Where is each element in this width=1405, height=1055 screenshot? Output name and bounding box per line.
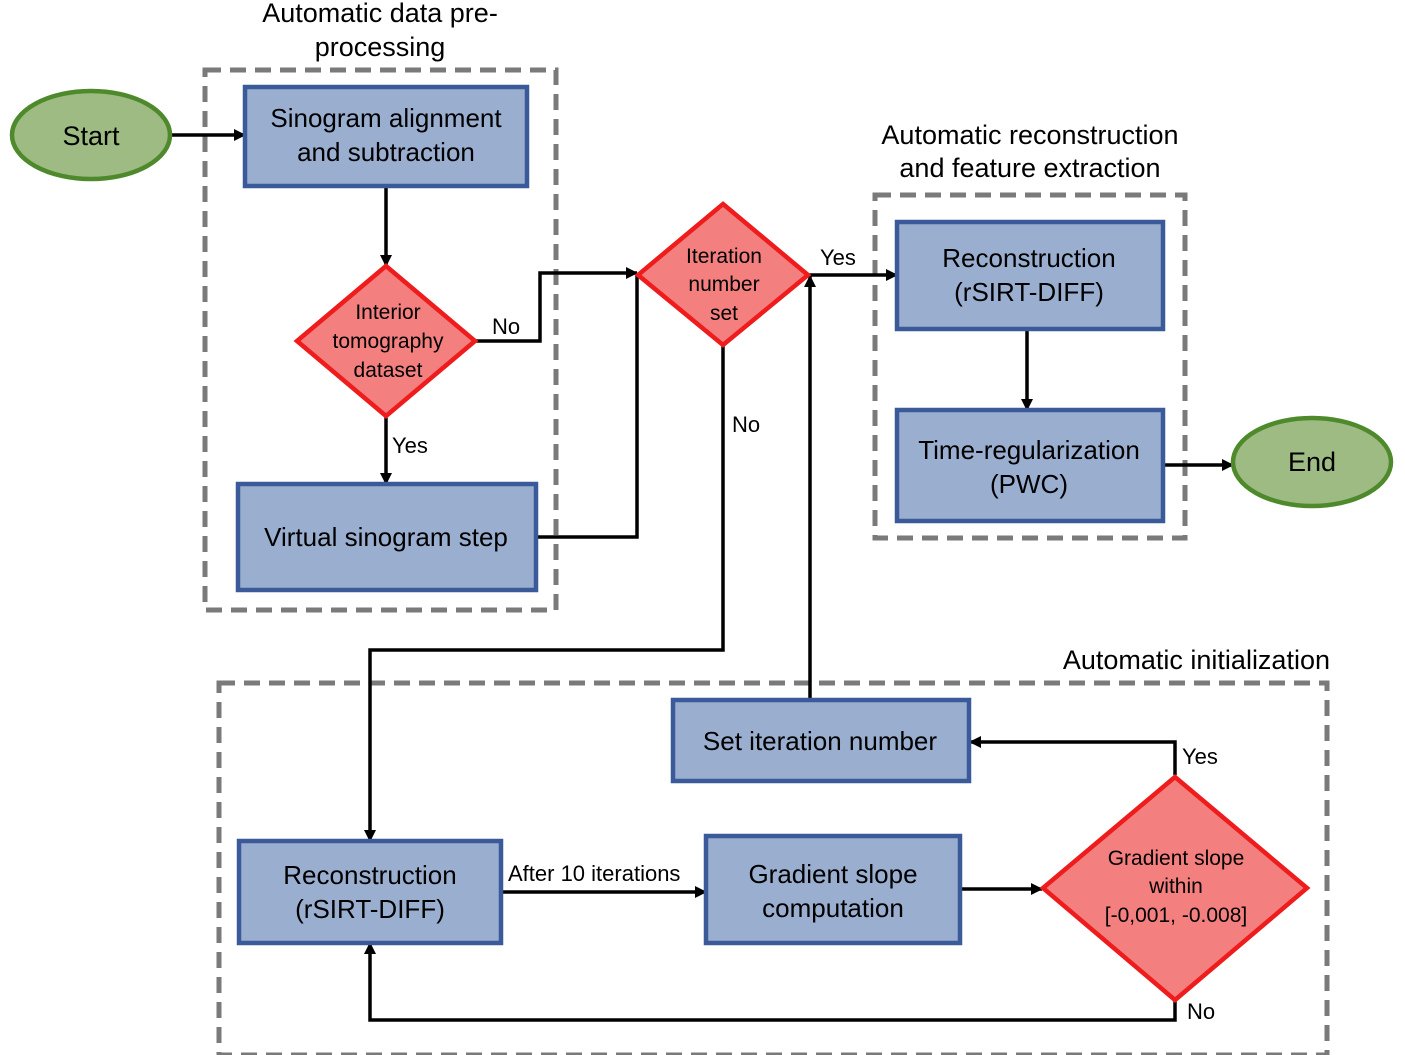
group-reconstruction-title-line2: and feature extraction: [899, 153, 1160, 183]
group-reconstruction-title-line1: Automatic reconstruction: [881, 120, 1178, 150]
edge-label-after-iterations: After 10 iterations: [508, 861, 680, 886]
edge-decision-yes-to-set-iteration: [969, 736, 1177, 775]
virtual-sinogram-node[interactable]: Virtual sinogram step: [235, 481, 539, 593]
iteration-number-set-line1: Iteration: [686, 245, 762, 268]
gradient-slope-within-line3: [-0,001, -0.008]: [1105, 904, 1247, 927]
iteration-number-set-line3: set: [710, 302, 738, 325]
group-preprocessing-box: [202, 67, 559, 613]
time-regularization-node[interactable]: Time-regularization (PWC): [894, 407, 1166, 524]
interior-tomography-line3: dataset: [354, 359, 423, 382]
edge-interior-no-to-iteration: [475, 267, 638, 343]
edge-label-iteration-no: No: [732, 412, 760, 437]
reconstruction-main-line1: Reconstruction: [942, 243, 1115, 273]
group-reconstruction-box: [872, 192, 1188, 541]
sinogram-alignment-node[interactable]: Sinogram alignment and subtraction: [242, 84, 530, 189]
reconstruction-init-node[interactable]: Reconstruction (rSIRT-DIFF): [236, 838, 504, 946]
sinogram-alignment-line2: and subtraction: [297, 137, 475, 167]
gradient-slope-computation-line1: Gradient slope: [748, 859, 917, 889]
iteration-number-set-decision[interactable]: Iteration number set: [634, 201, 812, 348]
group-initialization-box: [216, 680, 1330, 1055]
gradient-slope-computation-line2: computation: [762, 893, 904, 923]
time-regularization-line2: (PWC): [990, 469, 1068, 499]
sinogram-alignment-line1: Sinogram alignment: [270, 103, 502, 133]
reconstruction-init-line2: (rSIRT-DIFF): [295, 894, 445, 924]
edge-label-interior-no: No: [492, 314, 520, 339]
edge-iteration-no-to-init-reconstruction: [364, 345, 725, 842]
reconstruction-main-line2: (rSIRT-DIFF): [954, 277, 1104, 307]
group-preprocessing-title-line2: processing: [315, 32, 446, 62]
iteration-number-set-line2: number: [688, 273, 759, 296]
reconstruction-main-node[interactable]: Reconstruction (rSIRT-DIFF): [894, 219, 1166, 332]
start-node[interactable]: Start: [9, 88, 173, 182]
set-iteration-number-label: Set iteration number: [703, 726, 937, 756]
interior-tomography-line2: tomography: [333, 330, 444, 353]
edge-decision-no-to-init-reconstruction: [364, 942, 1177, 1022]
group-initialization-title: Automatic initialization: [1063, 645, 1330, 675]
interior-tomography-decision[interactable]: Interior tomography dataset: [293, 263, 479, 419]
edge-label-iteration-yes: Yes: [820, 245, 856, 270]
gradient-slope-within-decision[interactable]: Gradient slope within [-0,001, -0.008]: [1039, 774, 1311, 1003]
group-preprocessing-title-line1: Automatic data pre-: [262, 0, 498, 28]
gradient-slope-within-line2: within: [1148, 875, 1203, 898]
reconstruction-init-line1: Reconstruction: [283, 860, 456, 890]
gradient-slope-computation-node[interactable]: Gradient slope computation: [703, 833, 963, 946]
interior-tomography-line1: Interior: [355, 301, 420, 324]
edge-label-interior-yes: Yes: [392, 433, 428, 458]
start-label: Start: [62, 121, 120, 151]
time-regularization-line1: Time-regularization: [918, 435, 1140, 465]
end-node[interactable]: End: [1230, 415, 1394, 509]
edge-label-gradient-no: No: [1187, 999, 1215, 1024]
end-label: End: [1288, 447, 1336, 477]
virtual-sinogram-label: Virtual sinogram step: [264, 522, 508, 552]
gradient-slope-within-line1: Gradient slope: [1108, 847, 1245, 870]
set-iteration-number-node[interactable]: Set iteration number: [670, 697, 972, 784]
edge-virtual-to-iteration: [536, 273, 639, 539]
edge-label-gradient-yes: Yes: [1182, 744, 1218, 769]
